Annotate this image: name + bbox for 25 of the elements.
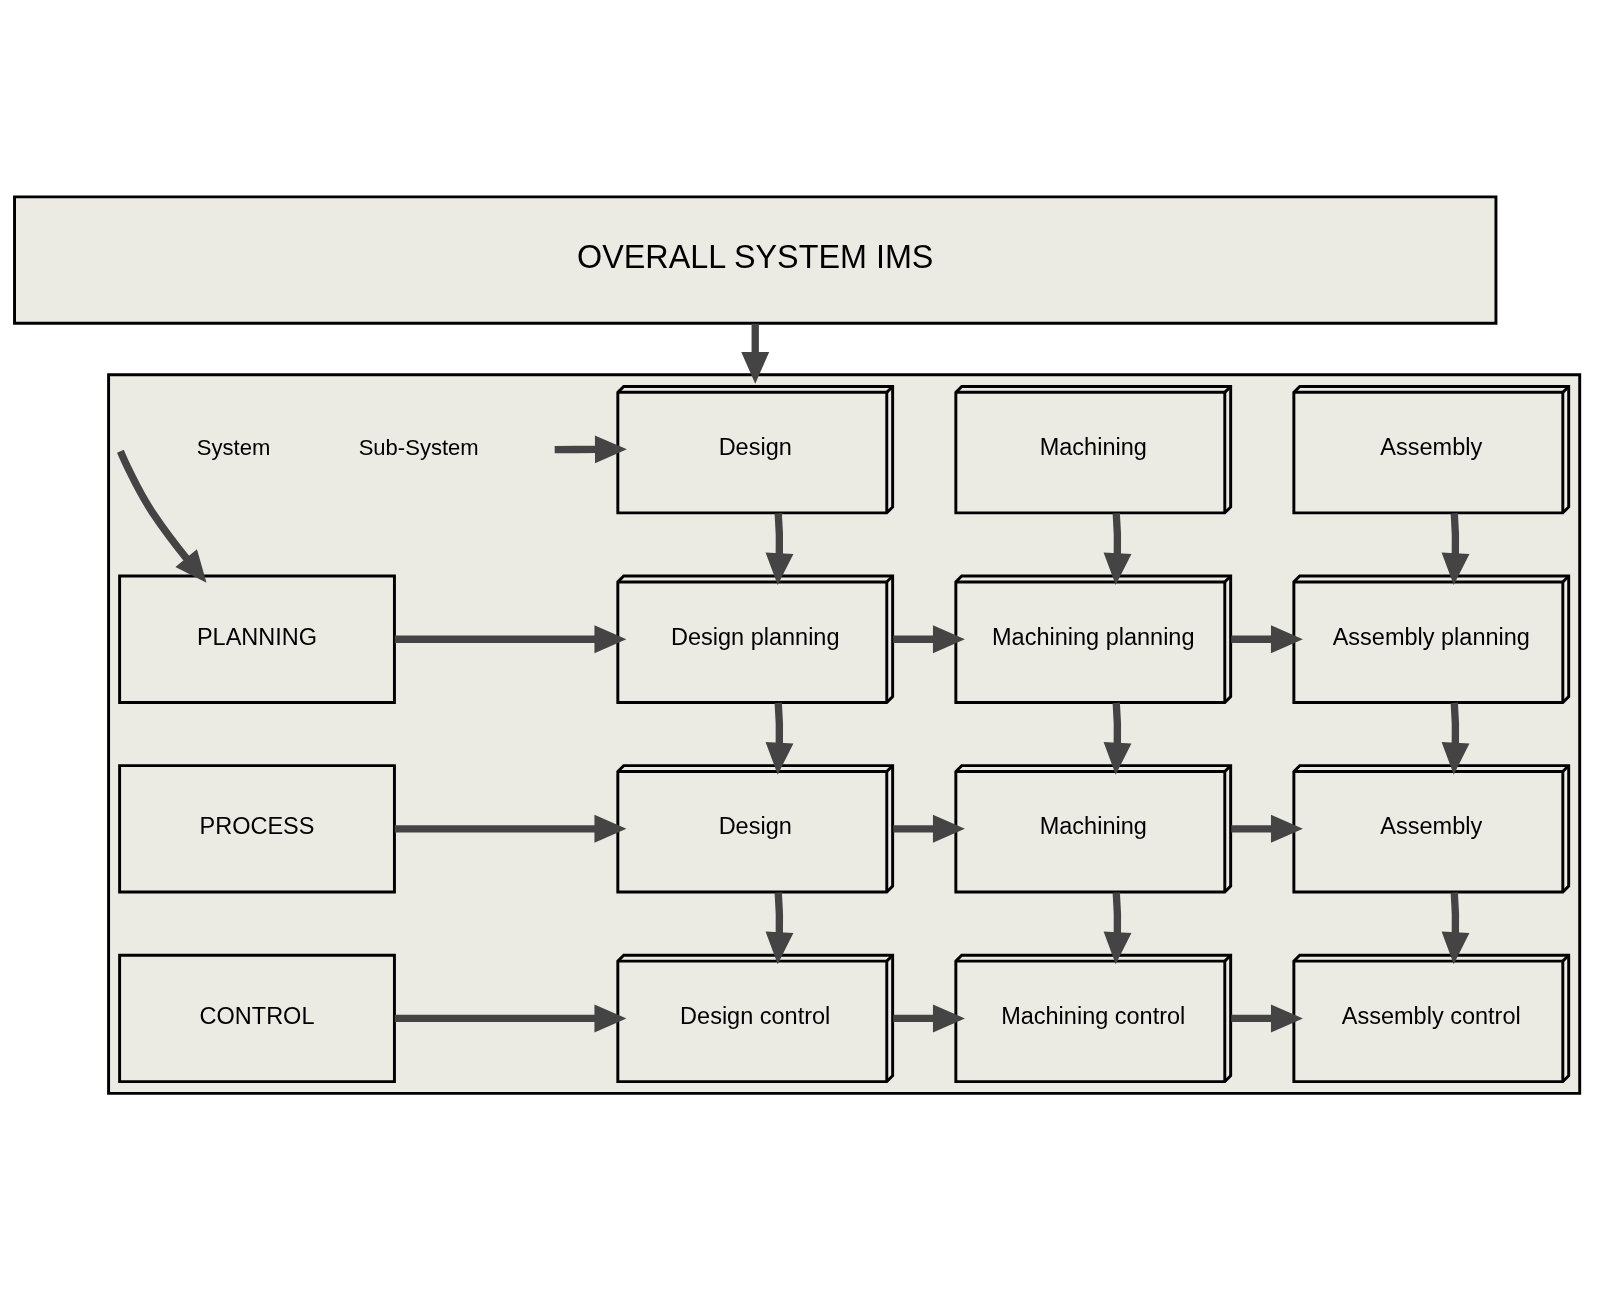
arrow xyxy=(1231,624,1303,653)
arrow xyxy=(394,814,627,843)
node-box: PROCESS xyxy=(118,763,396,893)
arrow xyxy=(1441,702,1470,775)
arrow xyxy=(394,624,627,653)
arrow xyxy=(765,891,794,964)
node-box: CONTROL xyxy=(118,953,396,1083)
node-box: OVERALL SYSTEM IMS xyxy=(13,194,1498,325)
arrow xyxy=(1441,891,1470,964)
cluster xyxy=(107,372,1582,1095)
arrow xyxy=(394,1003,627,1032)
arrow xyxy=(554,434,627,463)
arrow xyxy=(1231,1003,1303,1032)
arrow xyxy=(893,814,965,843)
arrow xyxy=(741,323,770,384)
label: Sub-System xyxy=(358,434,479,460)
arrow xyxy=(1103,702,1132,775)
arrow xyxy=(893,624,965,653)
arrow xyxy=(1231,814,1303,843)
arrow xyxy=(765,702,794,775)
node-box: PLANNING xyxy=(118,574,396,704)
arrow xyxy=(1103,891,1132,964)
arrow xyxy=(117,449,207,583)
arrow xyxy=(893,1003,965,1032)
label: System xyxy=(196,434,271,460)
